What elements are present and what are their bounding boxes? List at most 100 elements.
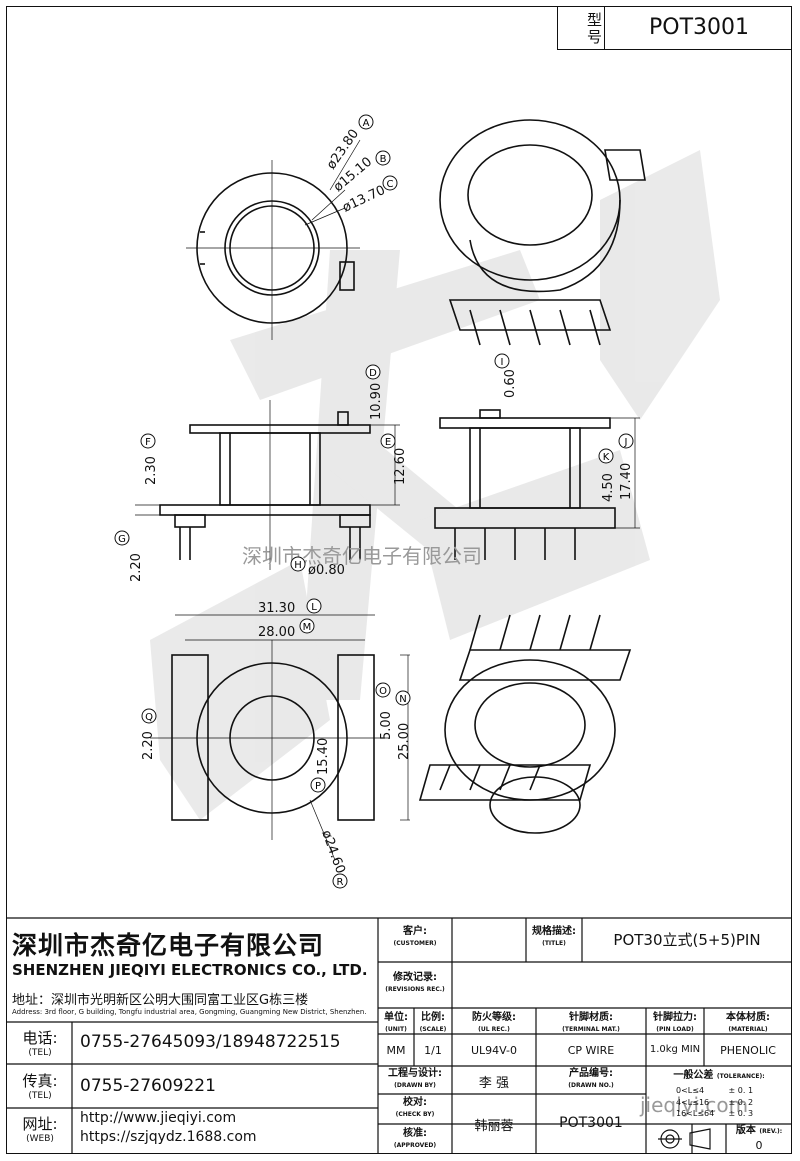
ul-value: UL94V-0 bbox=[470, 1044, 518, 1057]
rev-en: (REVISIONS REC.) bbox=[385, 986, 445, 993]
web-label-en: (WEB) bbox=[26, 1134, 54, 1144]
dim-e: 12.60 bbox=[393, 448, 408, 485]
pin-en: (PIN LOAD) bbox=[656, 1026, 694, 1033]
customer-cn: 客户: bbox=[403, 926, 427, 937]
drawing-frame bbox=[6, 6, 792, 1154]
marker-p: P bbox=[310, 777, 326, 793]
marker-f: F bbox=[140, 433, 156, 449]
side-view bbox=[434, 409, 640, 560]
tel-label-cn: 电话: bbox=[22, 1029, 58, 1047]
marker-d: D bbox=[365, 364, 381, 380]
tol-value-2: ± 0. 2 bbox=[728, 1098, 754, 1107]
svg-text:A: A bbox=[363, 118, 370, 129]
tolerance-row-2: 4<L≤16 ± 0. 2 bbox=[676, 1098, 786, 1107]
fax-label: 传真: (TEL) bbox=[10, 1070, 70, 1101]
marker-b: B bbox=[375, 150, 391, 166]
dim-j: 17.40 bbox=[619, 463, 634, 500]
marker-g: G bbox=[114, 530, 130, 546]
svg-text:I: I bbox=[501, 357, 504, 368]
customer-label: 客户: (CUSTOMER) bbox=[380, 926, 450, 950]
top-view bbox=[186, 139, 361, 340]
marker-c: C bbox=[382, 175, 398, 191]
version-label: 版本 (REV.): bbox=[728, 1125, 790, 1138]
svg-text:H: H bbox=[294, 560, 302, 571]
svg-text:K: K bbox=[603, 452, 610, 463]
ul-cn: 防火等级: bbox=[472, 1012, 516, 1023]
ul-en: (UL REC.) bbox=[478, 1026, 510, 1033]
projection-symbol bbox=[658, 1128, 711, 1150]
dim-k: 4.50 bbox=[601, 473, 616, 502]
company-name-cn: 深圳市杰奇亿电子有限公司 bbox=[12, 931, 325, 960]
tol-value-1: ± 0. 1 bbox=[728, 1086, 754, 1095]
title-label: 规格描述: (TITLE) bbox=[526, 926, 582, 950]
scale-value: 1/1 bbox=[424, 1044, 442, 1057]
marker-r: R bbox=[332, 873, 348, 889]
marker-m: M bbox=[299, 618, 315, 634]
scale-cn: 比例: bbox=[421, 1012, 445, 1023]
dim-h: ø0.80 bbox=[308, 563, 345, 578]
term-en: (TERMINAL MAT.) bbox=[562, 1026, 620, 1033]
dwgno-en: (DRAWN NO.) bbox=[568, 1082, 614, 1089]
title-value: POT30立式(5+5)PIN bbox=[613, 931, 761, 949]
dim-o: 5.00 bbox=[379, 711, 394, 740]
version-value: 0 bbox=[755, 1139, 763, 1152]
marker-q: Q bbox=[141, 708, 157, 724]
term-cn: 针脚材质: bbox=[569, 1012, 613, 1023]
address-en: Address: 3rd floor, G building, Tongfu i… bbox=[12, 1008, 367, 1016]
svg-text:Q: Q bbox=[145, 712, 153, 723]
mat-en: (MATERIAL) bbox=[728, 1026, 768, 1033]
address-cn: 地址：深圳市光明新区公明大围同富工业区G栋三楼 bbox=[12, 993, 309, 1008]
web-label: 网址: (WEB) bbox=[10, 1113, 70, 1144]
tolerance-row-1: 0<L≤4 ± 0. 1 bbox=[676, 1086, 786, 1095]
iso-view-bottom bbox=[418, 614, 632, 834]
pin-load-label: 针脚拉力: (PIN LOAD) bbox=[646, 1012, 704, 1036]
material-label: 本体材质: (MATERIAL) bbox=[704, 1012, 792, 1036]
svg-text:C: C bbox=[387, 179, 394, 190]
marker-j: J bbox=[618, 433, 634, 449]
pin-load-value: 1.0kg MIN bbox=[649, 1044, 701, 1055]
svg-text:R: R bbox=[337, 877, 344, 888]
marker-n: N bbox=[395, 690, 411, 706]
title-block-grid bbox=[6, 917, 792, 1154]
marker-k: K bbox=[598, 448, 614, 464]
model-label: 型号 bbox=[557, 6, 605, 50]
material-value: PHENOLIC bbox=[720, 1044, 776, 1057]
unit-en: (UNIT) bbox=[385, 1026, 407, 1033]
svg-text:B: B bbox=[380, 154, 387, 165]
svg-text:M: M bbox=[303, 622, 312, 633]
tolerance-row-3: 16<L≤64 ± 0. 3 bbox=[676, 1109, 786, 1118]
web-link-1[interactable]: http://www.jieqiyi.com bbox=[80, 1110, 237, 1126]
unit-value: MM bbox=[386, 1044, 406, 1057]
marker-o: O bbox=[375, 682, 391, 698]
tol-cn: 一般公差 bbox=[673, 1070, 714, 1081]
model-box bbox=[557, 6, 792, 50]
dim-f: 2.30 bbox=[144, 456, 159, 485]
watermark-text: 深圳市杰奇亿电子有限公司 bbox=[242, 544, 482, 568]
company-name-en: SHENZHEN JIEQIYI ELECTRONICS CO., LTD. bbox=[12, 961, 368, 979]
revision-label: 修改记录: (REVISIONS REC.) bbox=[380, 972, 450, 996]
unit-label: 单位: (UNIT) bbox=[378, 1012, 414, 1036]
check-en: (CHECK BY) bbox=[395, 1111, 435, 1118]
marker-a: A bbox=[358, 114, 374, 130]
bottom-view bbox=[150, 614, 410, 861]
tel-value: 0755-27645093/18948722515 bbox=[80, 1032, 341, 1052]
ver-en: (REV.): bbox=[759, 1128, 783, 1135]
title-cn: 规格描述: bbox=[532, 926, 576, 937]
dim-i: 0.60 bbox=[503, 369, 518, 398]
tel-label-en: (TEL) bbox=[28, 1048, 52, 1058]
marker-h: H bbox=[290, 556, 306, 572]
watermark-url: jieqiyi.com bbox=[639, 1093, 748, 1117]
dim-q: 2.20 bbox=[141, 731, 156, 760]
svg-text:E: E bbox=[385, 437, 391, 448]
web-link-2[interactable]: https://szjqydz.1688.com bbox=[80, 1129, 257, 1145]
marker-l: L bbox=[306, 598, 322, 614]
ver-cn: 版本 bbox=[735, 1125, 756, 1136]
dim-r: ø24.60 bbox=[318, 828, 348, 876]
fax-label-cn: 传真: bbox=[22, 1072, 58, 1090]
mat-cn: 本体材质: bbox=[726, 1012, 770, 1023]
tol-value-3: ± 0. 3 bbox=[728, 1109, 754, 1118]
rev-cn: 修改记录: bbox=[393, 972, 437, 983]
drawn-cn: 工程与设计: bbox=[388, 1068, 442, 1079]
customer-en: (CUSTOMER) bbox=[393, 940, 437, 947]
